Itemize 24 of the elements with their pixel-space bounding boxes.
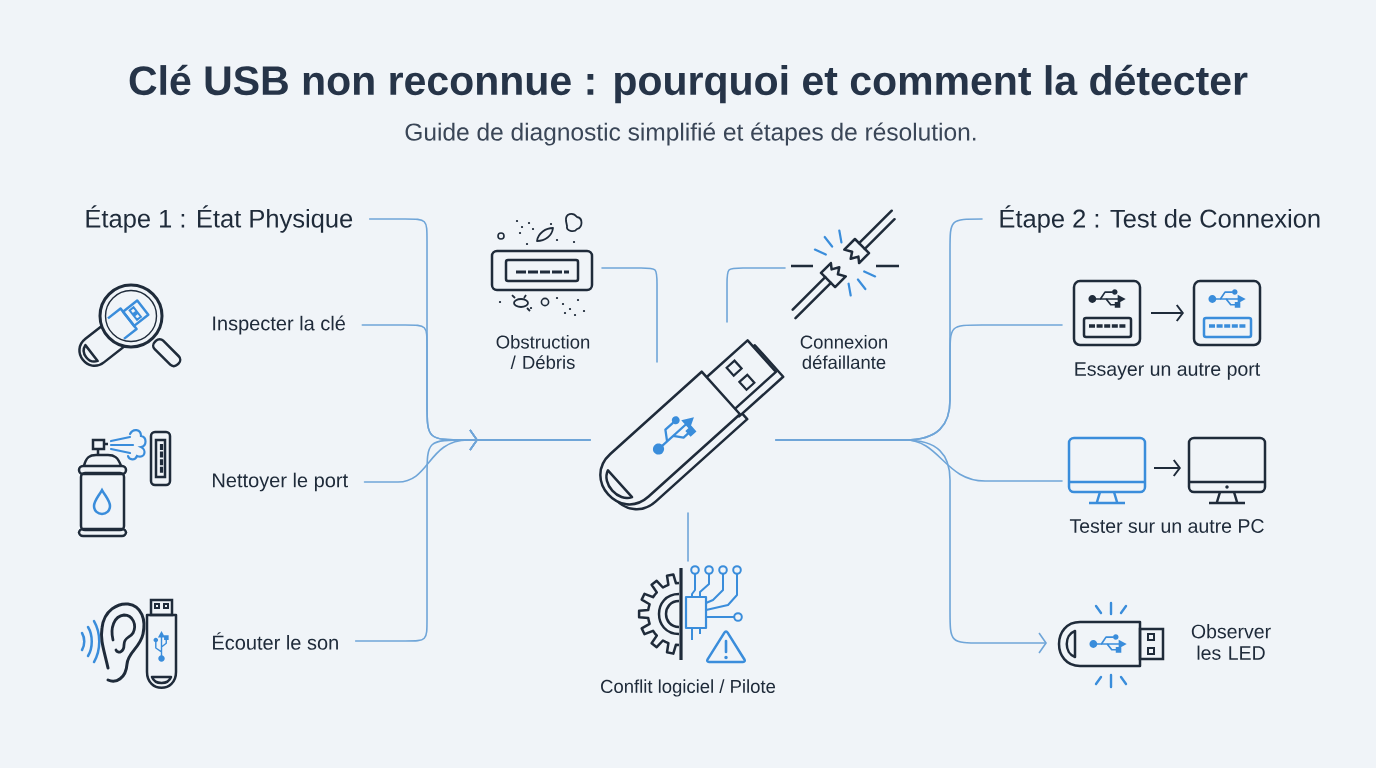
arrow xyxy=(775,439,1047,654)
node-label: Obstruction / Débris xyxy=(496,335,590,369)
step-heading: Étape 2 : Test de Connexion xyxy=(1000,205,1320,233)
connector-line xyxy=(601,267,658,363)
broken-cable-picture xyxy=(789,209,901,320)
gear-circuit-picture xyxy=(637,565,747,664)
node-label: Essayer un autre port xyxy=(1075,362,1261,380)
node-label: Connexion défaillante xyxy=(800,335,887,369)
connector-line xyxy=(687,512,689,562)
node-label: Conflit logiciel / Pilote xyxy=(601,679,776,697)
node-label: Tester sur un autre PC xyxy=(1069,519,1264,533)
title: Clé USB non reconnue : pourquoi et comment la détecter xyxy=(129,64,1248,104)
step-heading: Étape 1 : État Physique xyxy=(86,205,353,233)
step-label: Inspecter la clé xyxy=(213,315,345,335)
connector-line xyxy=(726,267,786,323)
node-label: Observer les LED xyxy=(1191,624,1271,660)
port-swap-picture xyxy=(1072,279,1262,347)
clogged-port-picture xyxy=(490,213,594,317)
step-label: Écouter le son xyxy=(213,632,338,650)
step-label: Nettoyer le port xyxy=(213,472,348,492)
subtitle: Guide de diagnostic simplifié et étapes de résolution. xyxy=(405,122,976,146)
monitor-swap-picture xyxy=(1067,436,1267,505)
usb-key-picture xyxy=(599,339,785,511)
usb-led-picture xyxy=(1057,601,1165,689)
